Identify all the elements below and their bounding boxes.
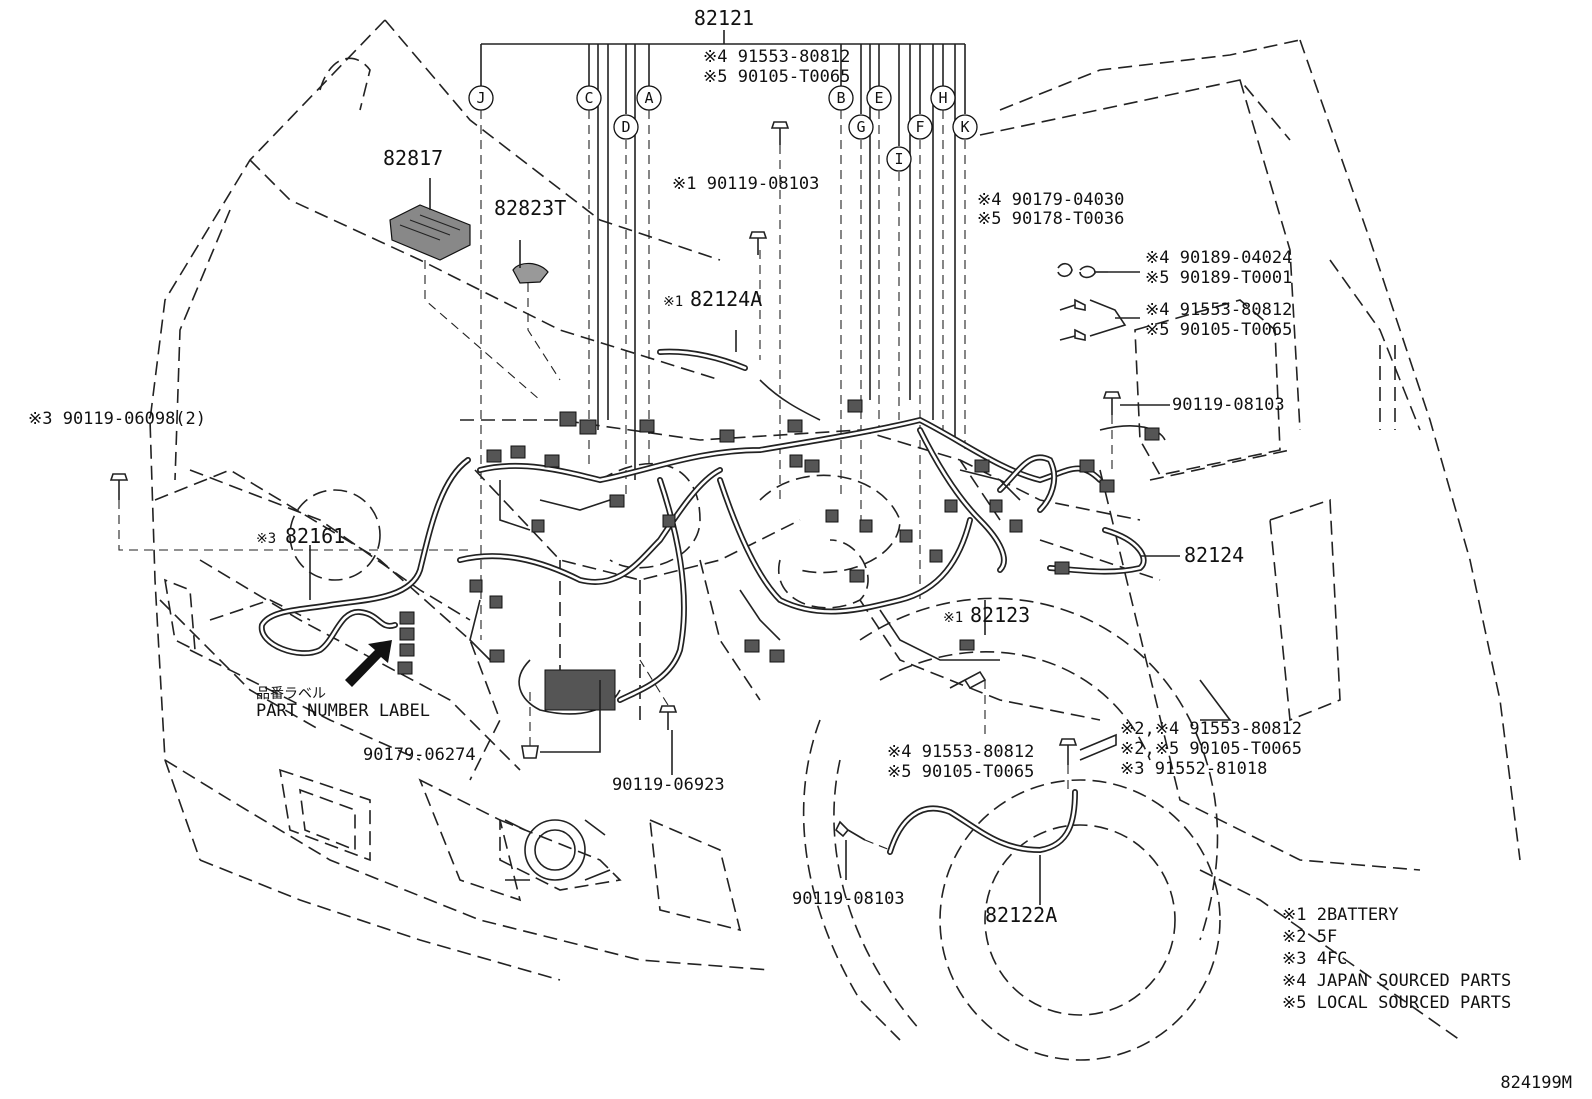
clip-04024 xyxy=(1079,265,1108,279)
bolt-08103-low xyxy=(835,820,891,851)
bolt-06098 xyxy=(109,473,470,551)
branch-letter-h: H xyxy=(938,89,947,107)
branch-callout-k xyxy=(952,114,978,140)
label-right-bolt-1: ※4 91553-80812 xyxy=(1145,300,1292,320)
note-3: ※3 4FC xyxy=(1282,949,1347,969)
bolt-08103-top xyxy=(748,231,768,255)
label-bolt-06923: 90119-06923 xyxy=(612,775,725,795)
label-right-bolt-2: ※5 90105-T0065 xyxy=(1145,320,1292,340)
label-nut-t0036: ※5 90178-T0036 xyxy=(977,209,1124,229)
label-82817: 82817 xyxy=(383,146,443,170)
branch-bracket xyxy=(480,30,966,480)
note-5: ※5 LOCAL SOURCED PARTS xyxy=(1282,993,1511,1013)
connectors xyxy=(397,399,1160,711)
label-82124a: 82124A xyxy=(690,287,762,311)
label-fender-bolt-1: ※2,※4 91553-80812 xyxy=(1120,719,1302,739)
bolt-fender xyxy=(1058,738,1078,792)
leader-lines xyxy=(309,178,1232,905)
label-nut-04030: ※4 90179-04030 xyxy=(977,190,1124,210)
branch-letter-i: I xyxy=(894,150,903,168)
label-clip-t0001: ※5 90189-T0001 xyxy=(1145,268,1292,288)
label-nut-06274: 90179-06274 xyxy=(363,745,476,765)
branch-letter-k: K xyxy=(960,118,969,136)
label-fender-bolt-2: ※2,※5 90105-T0065 xyxy=(1120,739,1302,759)
label-82161: 82161 xyxy=(285,524,345,548)
branch-letter-g: G xyxy=(856,118,865,136)
label-82823t: 82823T xyxy=(494,196,566,220)
bolt-06923 xyxy=(639,659,678,730)
label-mid-bolt-1: ※4 91553-80812 xyxy=(887,742,1034,762)
label-bolt-08103-top: ※1 90119-08103 xyxy=(672,174,819,194)
label-82122a: 82122A xyxy=(985,903,1057,927)
note-2: ※2 5F xyxy=(1282,927,1337,947)
label-82161-mark: ※3 xyxy=(256,531,276,547)
cover-82823t xyxy=(512,262,561,381)
branch-letter-f: F xyxy=(915,118,924,136)
branch-letter-a: A xyxy=(644,89,653,107)
bolt-mid xyxy=(949,670,987,740)
bolt-08103-right xyxy=(1102,391,1122,470)
label-top-bolt-2: ※5 90105-T0065 xyxy=(703,67,850,87)
label-bolt-08103-right: 90119-08103 xyxy=(1172,395,1285,415)
branch-letter-d: D xyxy=(621,118,630,136)
branch-letter-e: E xyxy=(874,89,883,107)
bolt-pair-right xyxy=(1059,298,1086,341)
branch-letter-j: J xyxy=(476,89,485,107)
note-1: ※1 2BATTERY xyxy=(1282,905,1399,925)
note-4: ※4 JAPAN SOURCED PARTS xyxy=(1282,971,1511,991)
branch-callout-d xyxy=(613,114,639,140)
branch-callout-i xyxy=(886,146,912,172)
part-labels: 82817 82823T ※1 82124A ※3 82161 82124 ※1… xyxy=(28,47,1302,927)
nut-04030 xyxy=(1057,262,1073,278)
label-82124a-mark: ※1 xyxy=(663,294,683,310)
label-part-number-en: PART NUMBER LABEL xyxy=(256,701,430,721)
bolt-top xyxy=(770,121,790,145)
label-82124: 82124 xyxy=(1184,543,1244,567)
label-part-number-jp: 品番ラベル xyxy=(256,686,326,702)
label-82123: 82123 xyxy=(970,603,1030,627)
vehicle-body-outline xyxy=(149,19,1521,1061)
part-number-label-arrow xyxy=(345,640,392,687)
label-82123-mark: ※1 xyxy=(943,610,963,626)
label-bolt-08103-low: 90119-08103 xyxy=(792,889,905,909)
branch-callout-g xyxy=(848,114,874,140)
label-top-bolt-1: ※4 91553-80812 xyxy=(703,47,850,67)
fasteners xyxy=(109,121,1122,851)
label-bolt-06098: ※3 90119-06098(2) xyxy=(28,409,206,429)
label-mid-bolt-2: ※5 90105-T0065 xyxy=(887,762,1034,782)
branch-letter-c: C xyxy=(584,89,593,107)
branch-callout-f xyxy=(907,114,933,140)
branch-letter-b: B xyxy=(836,89,845,107)
diagram-code: 824199M xyxy=(1500,1073,1572,1093)
notes-legend: ※1 2BATTERY ※2 5F ※3 4FC ※4 JAPAN SOURCE… xyxy=(1282,905,1511,1013)
label-fender-bolt-3: ※3 91552-81018 xyxy=(1120,759,1267,779)
label-clip-04024: ※4 90189-04024 xyxy=(1145,248,1292,268)
main-part-number: 82121 xyxy=(694,6,754,30)
branch-leads xyxy=(480,110,966,640)
relay-block-82817 xyxy=(389,204,541,401)
nut-06274 xyxy=(521,690,539,759)
